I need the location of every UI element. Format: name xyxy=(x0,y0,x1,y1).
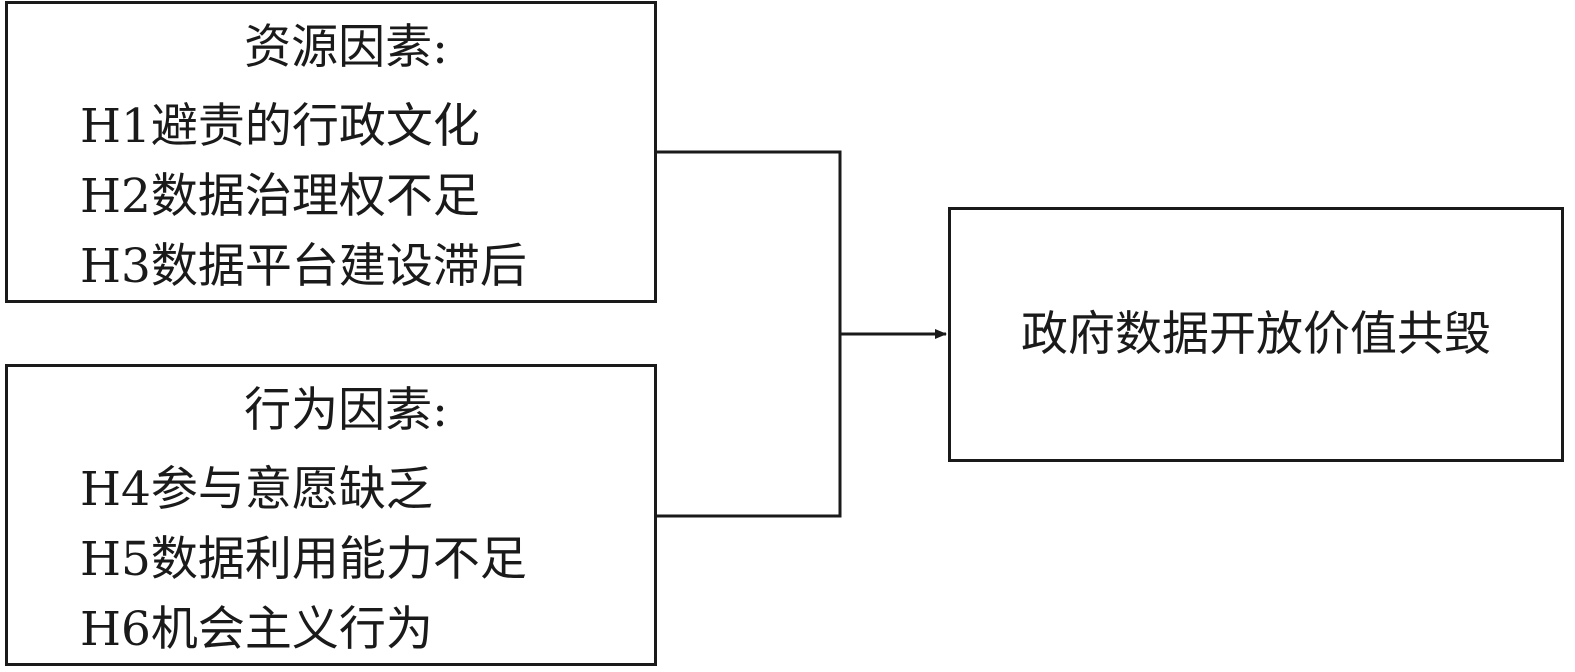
hypothesis-h1: H1避责的行政文化 xyxy=(80,99,480,154)
hypothesis-h4: H4参与意愿缺乏 xyxy=(80,462,433,517)
behavior-factors-heading: 行为因素: xyxy=(244,383,448,438)
outcome-box: 政府数据开放价值共毁 xyxy=(948,207,1564,462)
hypothesis-h6: H6机会主义行为 xyxy=(80,602,433,657)
hypothesis-h5: H5数据利用能力不足 xyxy=(80,532,527,587)
behavior-factors-box: 行为因素: H4参与意愿缺乏 H5数据利用能力不足 H6机会主义行为 xyxy=(5,364,657,666)
outcome-label: 政府数据开放价值共毁 xyxy=(1021,306,1491,362)
resource-factors-box: 资源因素: H1避责的行政文化 H2数据治理权不足 H3数据平台建设滞后 xyxy=(5,1,657,303)
hypothesis-h3: H3数据平台建设滞后 xyxy=(80,239,527,294)
connector-from-behavior-factors xyxy=(657,334,842,518)
resource-factors-list: H1避责的行政文化 H2数据治理权不足 H3数据平台建设滞后 xyxy=(80,92,527,302)
hypothesis-h2: H2数据治理权不足 xyxy=(80,169,480,224)
resource-factors-heading: 资源因素: xyxy=(244,20,448,75)
connector-from-resource-factors xyxy=(657,150,842,334)
behavior-factors-list: H4参与意愿缺乏 H5数据利用能力不足 H6机会主义行为 xyxy=(80,455,527,665)
